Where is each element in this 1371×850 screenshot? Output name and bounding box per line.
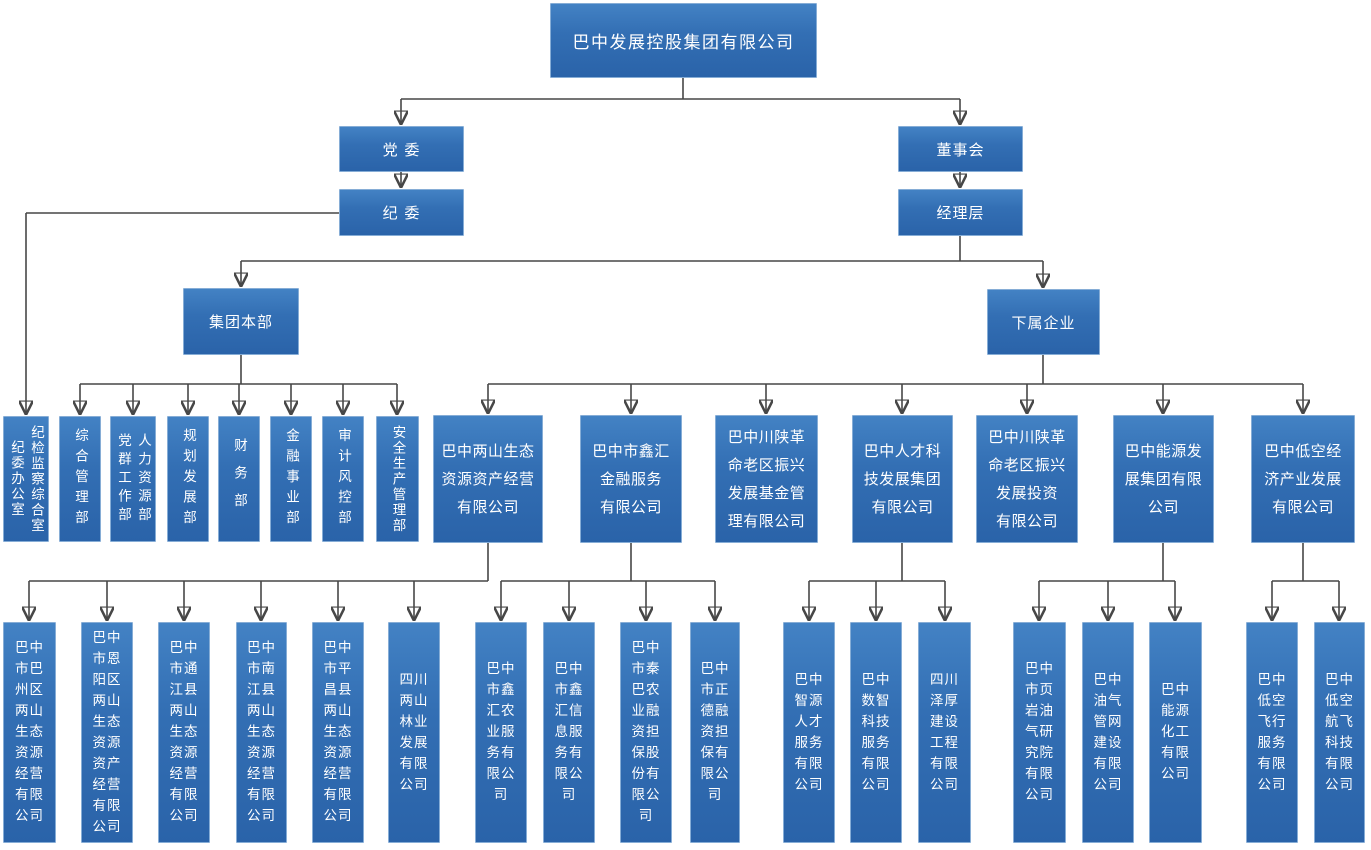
node-discipline-committee: 纪 委 — [339, 189, 464, 236]
node-sub-enyang-liangshan: 巴中市恩阳区两山生态资源资产经营有限公司 — [81, 622, 133, 843]
node-dept-hr-party-affairs: 人力资源部 党群工作部 — [110, 416, 156, 542]
node-sub-shale-gas-research: 巴中市页岩油气研究院有限公司 — [1013, 622, 1066, 843]
node-sub-zhengde-guarantee: 巴中市正德融资担保有限公司 — [690, 622, 740, 843]
node-sub-gas-pipeline-construction: 巴中油气管网建设有限公司 — [1082, 622, 1134, 843]
node-dept-finance: 财务部 — [218, 416, 260, 542]
node-sub-qinba-guarantee: 巴中市秦巴农业融资担保股份有限公司 — [620, 622, 672, 843]
node-dept-audit-risk: 审计风控部 — [322, 416, 364, 542]
node-company-fund-management: 巴中川陕革 命老区振兴 发展基金管 理有限公司 — [715, 415, 818, 543]
node-dept-discipline-inspection-office: 纪检监察综合室 纪委办公室 — [3, 416, 49, 542]
node-sub-pingchang-liangshan: 巴中市平昌县两山生态资源经营有限公司 — [312, 622, 364, 843]
node-sub-xinhui-information: 巴中市鑫汇信息服务有限公司 — [543, 622, 595, 843]
node-sub-bazhou-liangshan: 巴中市巴州区两山生态资源经营有限公司 — [3, 622, 56, 843]
node-company-low-altitude-economy: 巴中低空经 济产业发展 有限公司 — [1251, 415, 1355, 543]
node-party-committee: 党 委 — [339, 126, 464, 172]
node-sub-sichuan-liangshan-forestry: 四川两山林业发展有限公司 — [388, 622, 440, 843]
node-company-revitalization-investment: 巴中川陕革 命老区振兴 发展投资 有限公司 — [976, 415, 1078, 543]
node-company-liangshan-eco-resources: 巴中两山生态 资源资产经营 有限公司 — [433, 415, 543, 543]
node-dept-safety-production: 安全生产管理部 — [376, 416, 419, 542]
node-management: 经理层 — [898, 189, 1023, 236]
node-subsidiaries: 下属企业 — [987, 289, 1100, 355]
node-dept-general-admin: 综合管理部 — [59, 416, 101, 542]
node-board: 董事会 — [898, 126, 1023, 172]
node-company-talent-tech-group: 巴中人才科 技发展集团 有限公司 — [852, 415, 953, 543]
node-sub-nanjiang-liangshan: 巴中市南江县两山生态资源经营有限公司 — [236, 622, 287, 843]
node-dept-financial-business: 金融事业部 — [270, 416, 312, 542]
node-sub-low-altitude-aviation-tech: 巴中低空航飞科技有限公司 — [1314, 622, 1365, 843]
node-sub-shuzhi-tech: 巴中数智科技服务有限公司 — [850, 622, 902, 843]
node-sub-energy-chemical: 巴中能源化工有限公司 — [1149, 622, 1202, 843]
node-sub-tongjiang-liangshan: 巴中市通江县两山生态资源经营有限公司 — [158, 622, 210, 843]
node-company-xinhui-finance: 巴中市鑫汇 金融服务 有限公司 — [580, 415, 682, 543]
node-company-energy-group: 巴中能源发 展集团有限 公司 — [1113, 415, 1214, 543]
node-sub-zehou-construction: 四川泽厚建设工程有限公司 — [918, 622, 971, 843]
node-sub-low-altitude-flight-service: 巴中低空飞行服务有限公司 — [1246, 622, 1298, 843]
node-sub-zhiyuan-talent: 巴中智源人才服务有限公司 — [783, 622, 835, 843]
node-dept-planning-development: 规划发展部 — [167, 416, 209, 542]
node-headquarters: 集团本部 — [183, 288, 299, 355]
node-root: 巴中发展控股集团有限公司 — [550, 3, 817, 78]
node-sub-xinhui-agriculture: 巴中市鑫汇农业服务有限公司 — [475, 622, 527, 843]
